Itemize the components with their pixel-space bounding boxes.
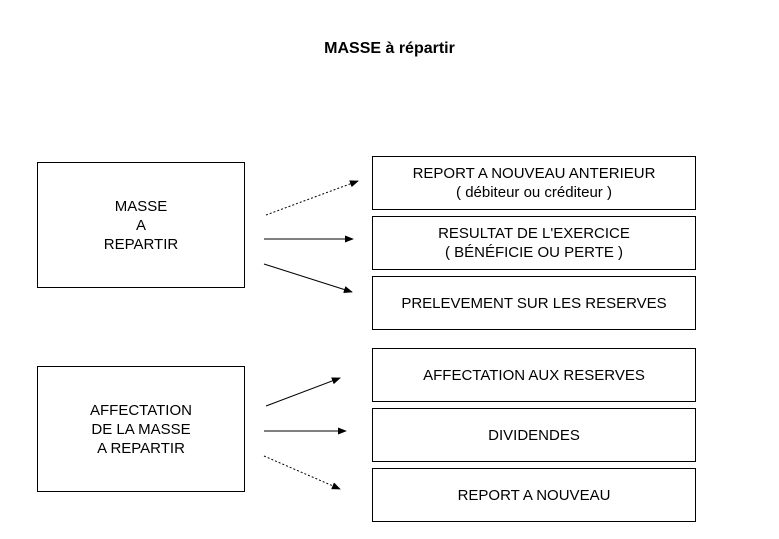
source-box-affectation: AFFECTATION DE LA MASSE A REPARTIR — [37, 366, 245, 492]
source-box-line: REPARTIR — [103, 235, 179, 253]
target-box-report-anterieur: REPORT A NOUVEAU ANTERIEUR ( débiteur ou… — [372, 156, 696, 210]
target-box-affectation-reserves: AFFECTATION AUX RESERVES — [372, 348, 696, 402]
arrow-to-report-nouveau — [263, 455, 341, 490]
target-box-resultat-exercice: RESULTAT DE L'EXERCICE ( BÉNÉFICIE OU PE… — [372, 216, 696, 270]
source-box-line: AFFECTATION — [90, 401, 192, 419]
target-box-prelevement-reserves: PRELEVEMENT SUR LES RESERVES — [372, 276, 696, 330]
diagram-title: MASSE à répartir — [324, 40, 455, 57]
target-box-line: REPORT A NOUVEAU — [457, 486, 611, 504]
target-box-dividendes: DIVIDENDES — [372, 408, 696, 462]
target-box-report-nouveau: REPORT A NOUVEAU — [372, 468, 696, 522]
target-box-line: RESULTAT DE L'EXERCICE — [438, 225, 630, 242]
target-box-line: PRELEVEMENT SUR LES RESERVES — [401, 294, 667, 312]
source-box-line: A REPARTIR — [97, 439, 185, 457]
target-box-line: REPORT A NOUVEAU ANTERIEUR — [412, 165, 656, 182]
source-box-line: DE LA MASSE — [91, 420, 191, 438]
arrow-to-report-anterieur — [265, 180, 359, 216]
target-box-line: AFFECTATION AUX RESERVES — [423, 366, 645, 384]
arrow-to-affectation-reserves — [265, 377, 341, 407]
target-box-line: ( BÉNÉFICIE OU PERTE ) — [444, 244, 624, 261]
arrow-to-prelevement-reserves — [263, 263, 353, 293]
source-box-line: A — [135, 216, 146, 234]
source-box-line: MASSE — [114, 197, 168, 215]
source-box-masse-a-repartir: MASSE A REPARTIR — [37, 162, 245, 288]
target-box-line: DIVIDENDES — [488, 426, 580, 444]
target-box-line: ( débiteur ou créditeur ) — [456, 184, 612, 201]
